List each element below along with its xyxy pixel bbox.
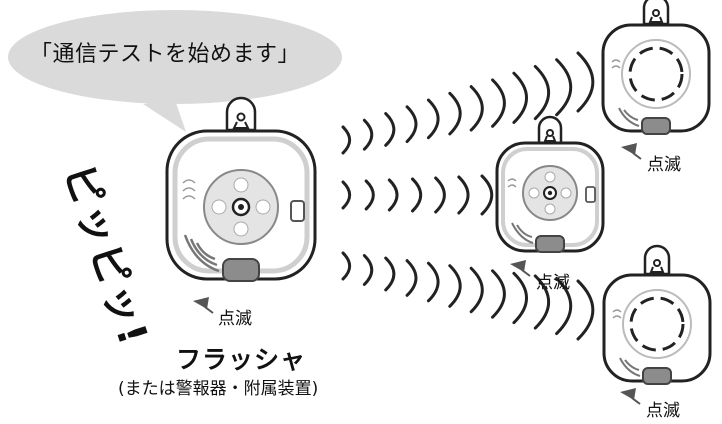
signal-wave-arc [364, 179, 375, 211]
signal-wave-arc [341, 251, 352, 281]
signal-wave-arc [362, 118, 374, 151]
signal-wave-arc [384, 112, 396, 147]
blink-indicator-main [193, 297, 214, 314]
blink-indicator-r2 [510, 260, 531, 277]
signal-wave-arc [448, 264, 462, 308]
speech-bubble [8, 10, 342, 132]
sound-effect-text: ピッピッ! [54, 159, 156, 352]
signal-wave-arc [480, 174, 494, 216]
signal-wave-arc [555, 276, 573, 336]
signal-wave-arc [469, 266, 484, 314]
flasher-sublabel: (または警報器・附属装置) [118, 379, 319, 399]
receiver-device-bottom [602, 244, 712, 385]
blink-indicator-r1 [621, 143, 642, 160]
signal-waves [341, 51, 595, 341]
signal-wave-arc [426, 98, 440, 140]
signal-wave-arc [457, 175, 470, 215]
signal-wave-arc [469, 85, 484, 132]
flasher-label: フラッシャ [176, 345, 307, 374]
signal-wave-arc [411, 177, 423, 213]
signal-wave-arc [555, 58, 573, 117]
signal-wave-arc [448, 91, 462, 136]
blink-label-receiver-bottom: 点滅 [646, 401, 680, 421]
signal-wave-arc [533, 64, 550, 121]
signal-wave-arc [426, 261, 440, 303]
signal-wave-arc [512, 71, 529, 124]
blink-label-receiver-middle: 点滅 [536, 273, 570, 293]
signal-wave-arc [362, 254, 374, 286]
signal-wave-arc [491, 269, 506, 319]
signal-wave-arc [491, 78, 506, 128]
speech-bubble-text: 「通信テストを始めます」 [30, 42, 301, 67]
signal-wave-arc [576, 51, 595, 113]
receiver-device-middle [495, 115, 605, 253]
blink-label-main: 点滅 [218, 309, 252, 329]
signal-wave-arc [387, 178, 399, 212]
signal-wave-arc [405, 105, 418, 144]
receiver-device-top [601, 0, 711, 135]
main-flasher-device [165, 96, 317, 282]
signal-wave-arc [384, 256, 396, 292]
signal-wave-arc [405, 259, 418, 297]
blink-indicator-r3 [620, 388, 641, 405]
signal-wave-arc [341, 180, 352, 210]
signal-wave-arc [533, 274, 550, 330]
signal-wave-arc [434, 176, 446, 214]
blink-label-receiver-top: 点滅 [647, 155, 681, 175]
signal-wave-arc [341, 125, 352, 155]
signal-wave-arc [512, 271, 529, 325]
signal-wave-arc [576, 279, 595, 341]
